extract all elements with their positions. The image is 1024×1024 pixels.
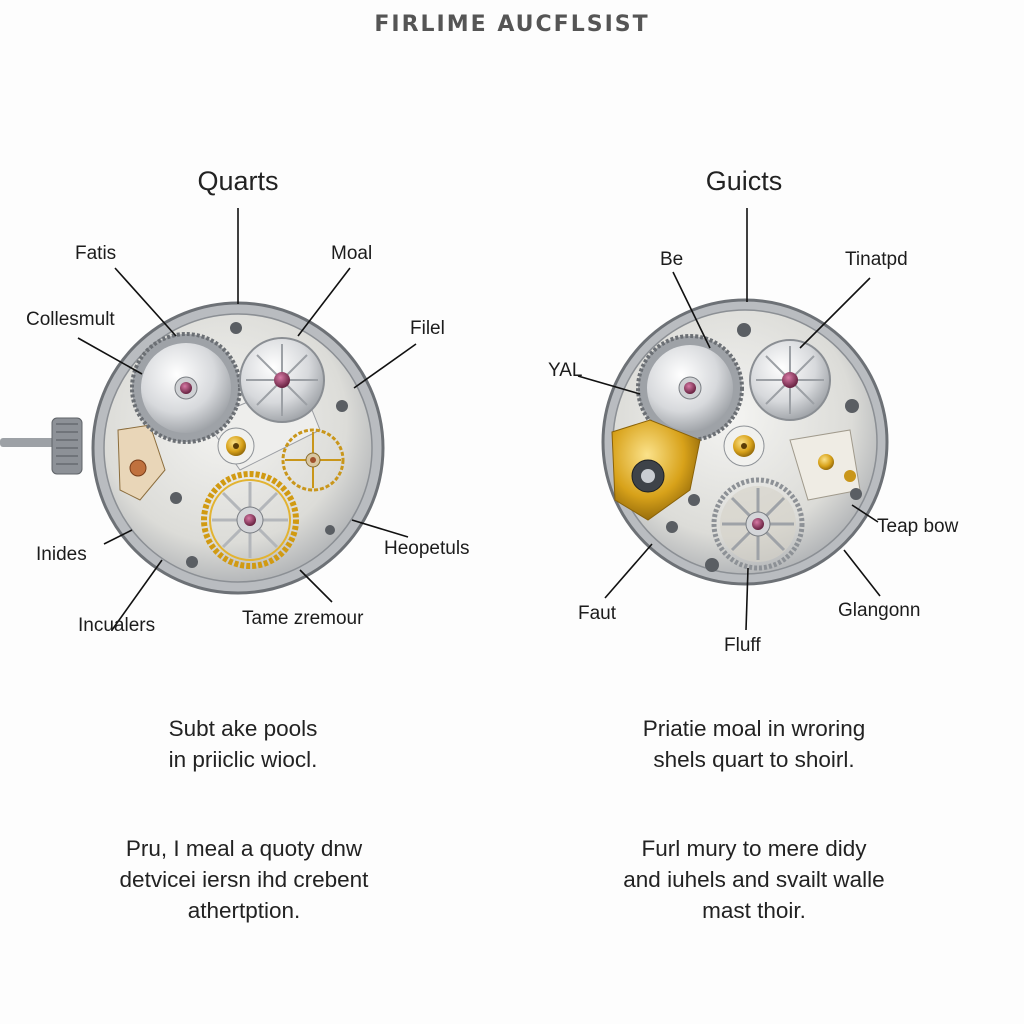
left-diagram-heading: Quarts xyxy=(197,166,279,196)
callout-glangonn: Glangonn xyxy=(838,600,921,621)
balance-wheel xyxy=(711,477,805,571)
right-caption-2: Furl mury to mere didy and iuhels and sv… xyxy=(623,836,885,923)
callout-incualers: Incualers xyxy=(78,615,156,636)
right-movement xyxy=(601,298,889,586)
balance-wheel xyxy=(201,471,299,569)
right-caption-1: Priatie moal in wroring shels quart to s… xyxy=(642,716,866,772)
callout-fatis: Fatis xyxy=(75,243,117,264)
callout-tame-zremour: Tame zremour xyxy=(242,608,364,629)
page-title: FIRLIME AUCFLSIST xyxy=(374,12,650,37)
callout-tinatpd: Tinatpd xyxy=(845,249,908,270)
callout-faut: Faut xyxy=(578,603,617,624)
plate-screws xyxy=(170,322,348,568)
left-caption-1: Subt ake pools in priiclic wiocl. xyxy=(168,716,318,772)
callout-teap-bow: Teap bow xyxy=(877,516,959,537)
callout-inides: Inides xyxy=(36,544,87,565)
callout-moal: Moal xyxy=(331,243,373,264)
barrel-jewel xyxy=(180,382,192,394)
balance-jewel xyxy=(752,518,764,530)
callout-filel: Filel xyxy=(410,318,445,339)
callout-fluff: Fluff xyxy=(724,635,761,656)
winding-stem xyxy=(0,438,60,447)
plate-screws xyxy=(666,323,862,572)
left-leader-lines xyxy=(77,208,417,631)
spoked-wheel-jewel xyxy=(274,372,290,388)
left-movement xyxy=(0,301,385,595)
crown xyxy=(51,417,83,475)
barrel-jewel xyxy=(684,382,696,394)
callout-collesmult: Collesmult xyxy=(26,309,115,330)
spoked-wheel-jewel xyxy=(782,372,798,388)
jewel-bearing xyxy=(129,459,147,477)
callout-be: Be xyxy=(660,249,684,270)
balance-jewel xyxy=(244,514,256,526)
callout-heopetuls: Heopetuls xyxy=(384,538,470,559)
left-caption-2: Pru, I meal a quoty dnw detvicei iersn i… xyxy=(119,836,369,923)
escape-wheel xyxy=(281,428,345,492)
right-diagram-heading: Guicts xyxy=(705,166,783,196)
right-leader-lines xyxy=(577,208,881,631)
callout-yal: YAL xyxy=(548,360,583,381)
